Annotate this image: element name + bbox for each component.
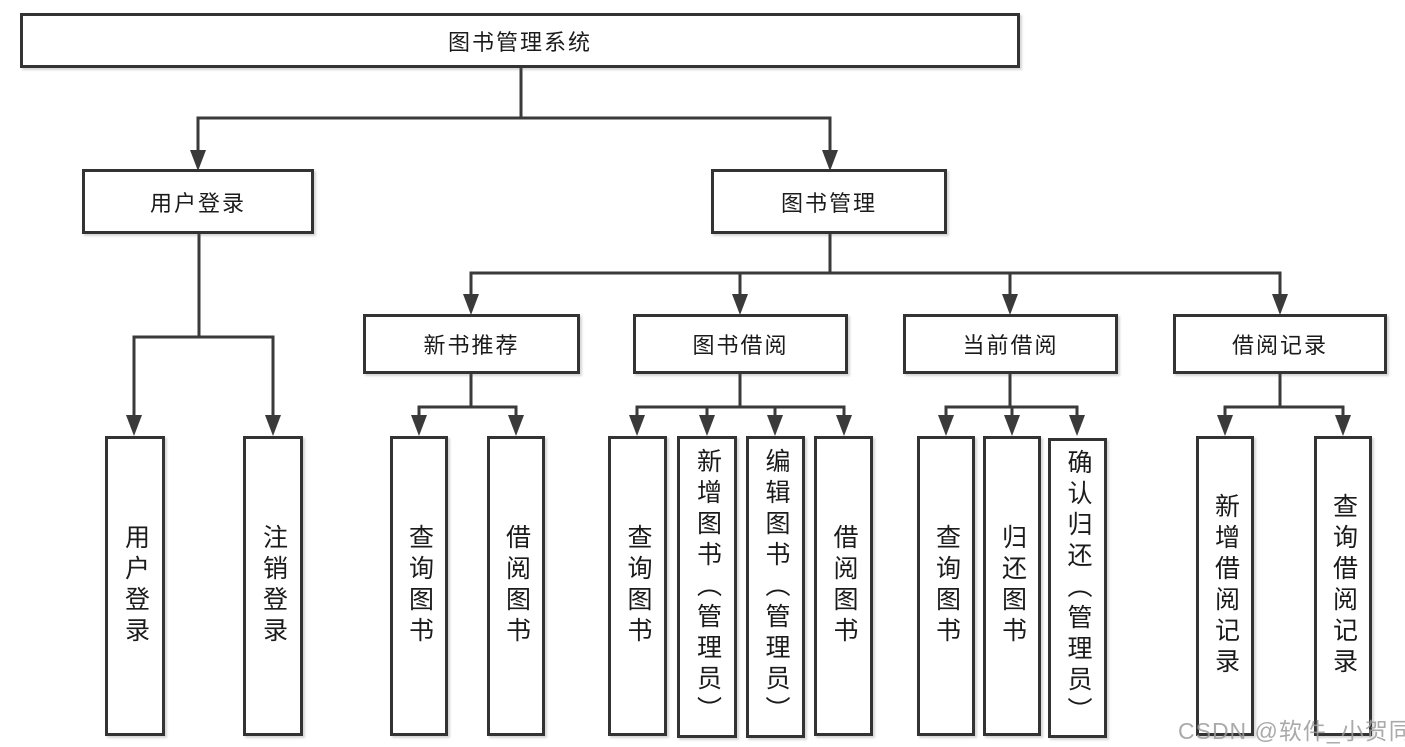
leaf-query-books-borrowing: 查询图书 (608, 436, 667, 736)
leaf-return-books: 归还图书 (983, 436, 1041, 736)
node-book-management: 图书管理 (711, 169, 947, 234)
leaf-user-login: 用户登录 (105, 436, 165, 736)
leaf-query-borrow-record: 查询借阅记录 (1314, 436, 1372, 736)
leaf-logout-login: 注销登录 (243, 436, 303, 736)
leaf-query-books-current: 查询图书 (917, 436, 975, 736)
watermark: CSDN @软件_小贺同学 (1178, 718, 1405, 744)
node-current-borrowing: 当前借阅 (903, 314, 1118, 374)
leaf-edit-books-admin: 编辑图书（管理员） (746, 436, 805, 738)
leaf-borrow-books-borrowing: 借阅图书 (814, 436, 873, 736)
leaf-add-books-admin: 新增图书（管理员） (677, 436, 737, 738)
leaf-add-borrow-record: 新增借阅记录 (1196, 436, 1254, 736)
leaf-confirm-return-admin: 确认归还（管理员） (1048, 438, 1107, 738)
leaf-borrow-books-recommend: 借阅图书 (487, 436, 545, 736)
node-book-borrowing: 图书借阅 (633, 314, 848, 374)
leaf-query-books-recommend: 查询图书 (390, 436, 448, 736)
node-library-system: 图书管理系统 (20, 13, 1020, 68)
node-new-book-recommendation: 新书推荐 (363, 314, 580, 374)
node-borrowing-records: 借阅记录 (1173, 314, 1387, 374)
node-user-login: 用户登录 (82, 169, 314, 234)
